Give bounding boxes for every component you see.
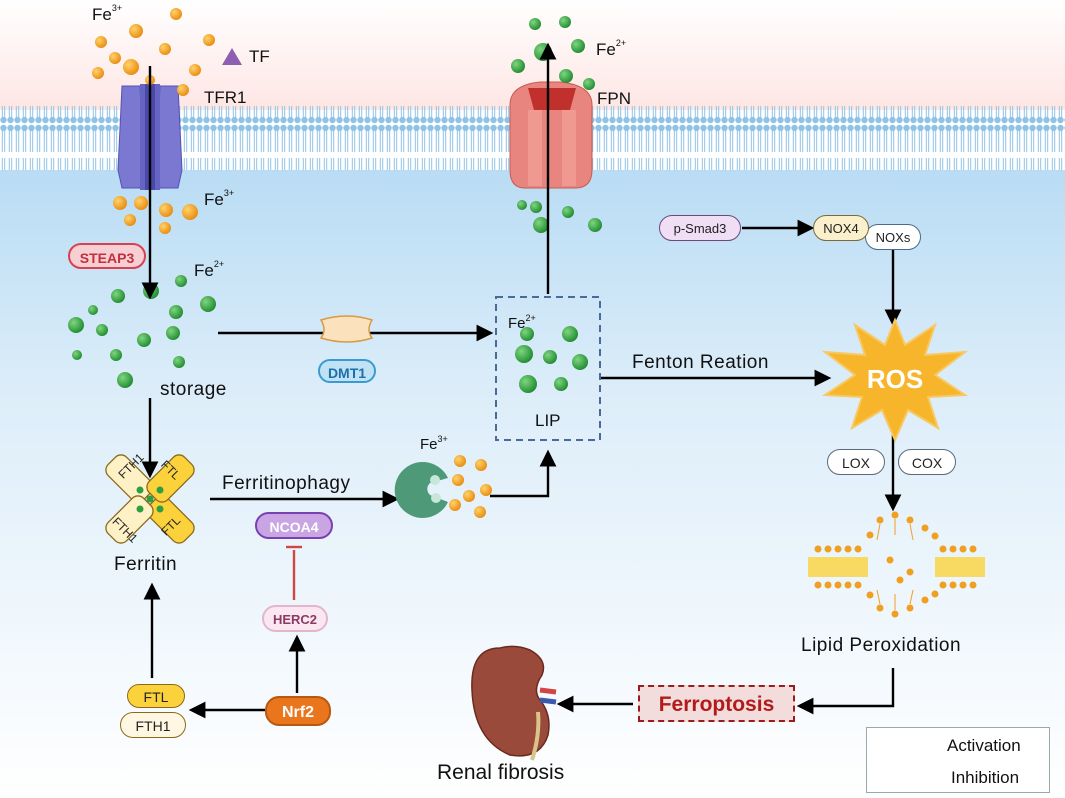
herc2-node: HERC2 <box>262 605 328 632</box>
lip-pool-box <box>495 296 601 441</box>
fpn-label: FPN <box>597 89 631 108</box>
ferroptosis-node: Ferroptosis <box>638 685 795 722</box>
renal-fibrosis-label: Renal fibrosis <box>437 761 565 784</box>
nrf2-node: Nrf2 <box>265 696 331 726</box>
tf-triangle-icon <box>222 48 242 65</box>
tf-label: TF <box>249 47 270 66</box>
fth1-node: FTH1 <box>120 712 186 738</box>
legend-activation-label: Activation <box>947 736 1021 755</box>
ncoa4-node: NCOA4 <box>255 512 333 539</box>
fe2-lip-label: Fe2+ <box>508 313 536 332</box>
ferritin-label: Ferritin <box>114 554 178 575</box>
cox-node: COX <box>898 449 956 475</box>
lox-node: LOX <box>827 449 885 475</box>
fe2-mid-label: Fe2+ <box>194 259 225 280</box>
fenton-label: Fenton Reation <box>632 352 769 373</box>
ros-label: ROS <box>866 364 924 394</box>
ros-star-icon <box>821 317 969 443</box>
nox4-node: NOX4 <box>813 215 869 241</box>
steap3-node: STEAP3 <box>68 243 146 269</box>
fe2-top-label: Fe2+ <box>596 38 627 59</box>
ferritinophagy-label: Ferritinophagy <box>222 473 351 494</box>
fe3-lower-label: Fe3+ <box>420 434 448 453</box>
dmt1-transporter-icon <box>319 315 374 343</box>
legend: Activation Inhibition <box>866 727 1050 793</box>
dmt1-node: DMT1 <box>318 359 376 383</box>
lipid-peroxidation-label: Lipid Peroxidation <box>801 635 962 656</box>
p-smad3-node: p-Smad3 <box>659 215 741 241</box>
tfr1-label: TFR1 <box>204 88 247 107</box>
lip-label: LIP <box>535 411 561 430</box>
noxs-node: NOXs <box>865 224 921 250</box>
fe3-top-label: Fe3+ <box>92 3 123 24</box>
ferritin-complex-icon <box>105 454 195 544</box>
autophagosome-icon <box>394 461 448 518</box>
ftl-node: FTL <box>127 684 185 708</box>
legend-inhibition-label: Inhibition <box>951 768 1020 787</box>
kidney-icon <box>471 645 557 761</box>
storage-label: storage <box>160 379 227 400</box>
lipid-bilayer-icon <box>808 511 985 618</box>
fe3-mid-label: Fe3+ <box>204 188 235 209</box>
fpn-channel-icon <box>509 81 593 189</box>
